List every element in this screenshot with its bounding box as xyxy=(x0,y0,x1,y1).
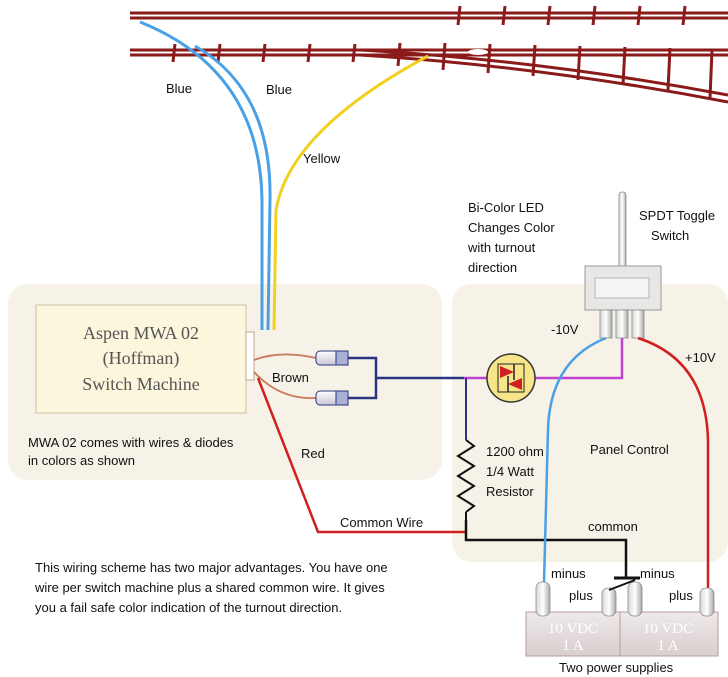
label-red: Red xyxy=(301,446,325,461)
label-blue-1: Blue xyxy=(166,81,192,96)
turnout-track xyxy=(130,5,728,104)
label-yellow: Yellow xyxy=(303,151,341,166)
brown-wire xyxy=(253,353,317,399)
label-plus10: +10V xyxy=(685,350,716,365)
resistor-label-line-1: 1200 ohm xyxy=(486,444,544,459)
description-line-2: wire per switch machine plus a shared co… xyxy=(34,580,385,595)
plus10-wire xyxy=(637,336,710,588)
label-common-wire: Common Wire xyxy=(340,515,423,530)
bicolor-led xyxy=(486,353,536,403)
label-minus10: -10V xyxy=(551,322,579,337)
label-panel-control: Panel Control xyxy=(590,442,669,457)
label-blue-2: Blue xyxy=(266,82,292,97)
plus-to-minus-link xyxy=(608,579,636,591)
psu-left-line-1: 10 VDC xyxy=(548,621,598,637)
label-minus-left: minus xyxy=(551,566,586,581)
led-label-line-1: Bi-Color LED xyxy=(468,200,544,215)
switch-machine-terminal xyxy=(245,331,255,381)
machine-line-3: Switch Machine xyxy=(82,374,199,394)
label-plus-left: plus xyxy=(569,588,593,603)
red-wire xyxy=(256,377,466,534)
led-label-line-2: Changes Color xyxy=(468,220,555,235)
resistor-label-line-2: 1/4 Watt xyxy=(486,464,534,479)
psu-right-line-1: 10 VDC xyxy=(643,621,693,637)
minus10-wire xyxy=(542,336,607,583)
psu-left-line-2: 1 A xyxy=(562,638,583,654)
diode-plug-bottom xyxy=(315,390,349,406)
diode-plug-top xyxy=(315,350,349,366)
led-label-line-3: with turnout xyxy=(467,240,536,255)
label-common: common xyxy=(588,519,638,534)
machine-note-line-1: MWA 02 comes with wires & diodes xyxy=(28,435,234,450)
toggle-label-line-1: SPDT Toggle xyxy=(639,208,715,223)
machine-line-2: (Hoffman) xyxy=(103,348,180,369)
yellow-wire xyxy=(272,54,429,331)
toggle-label-line-2: Switch xyxy=(651,228,689,243)
navy-wire xyxy=(348,356,464,400)
blue-wire-2 xyxy=(194,44,272,331)
panel-area-bg xyxy=(452,284,728,562)
description-line-3: you a fail safe color indication of the … xyxy=(35,600,342,615)
resistor-label-line-3: Resistor xyxy=(486,484,534,499)
machine-line-1: Aspen MWA 02 xyxy=(83,323,199,343)
label-two-power-supplies: Two power supplies xyxy=(559,660,674,675)
blue-wire-1 xyxy=(139,20,264,330)
switch-machine-box xyxy=(35,304,247,414)
led-label-line-4: direction xyxy=(468,260,517,275)
psu-right-line-2: 1 A xyxy=(657,638,678,654)
machine-note-line-2: in colors as shown xyxy=(28,453,135,468)
label-plus-right: plus xyxy=(669,588,693,603)
spdt-toggle-switch xyxy=(584,191,662,339)
label-minus-right: minus xyxy=(640,566,675,581)
power-supply-left xyxy=(525,581,621,657)
resistor xyxy=(456,439,476,513)
description-line-1: This wiring scheme has two major advanta… xyxy=(35,560,388,575)
power-supply-right xyxy=(619,581,719,657)
label-brown: Brown xyxy=(272,370,309,385)
